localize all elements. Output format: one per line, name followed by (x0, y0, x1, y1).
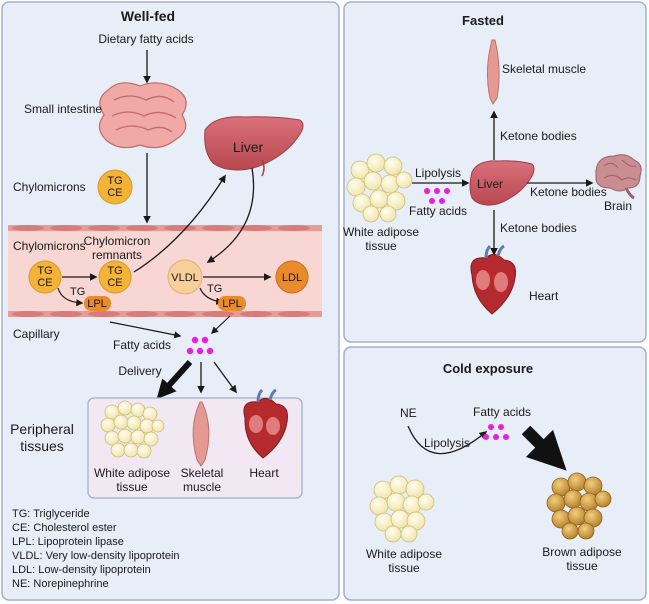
peripheral-label-line1: Peripheral (10, 421, 74, 437)
ldl-particle (275, 260, 309, 294)
brown-adipose-label-2: tissue (566, 559, 598, 573)
legend-item-ne: NE: Norepinephrine (12, 578, 109, 590)
arrow-tg-to-lpl-1 (57, 287, 84, 307)
fatty-acid-dots (186, 336, 214, 355)
lipolysis-label-fasted: Lipolysis (415, 166, 461, 180)
peripheral-label-line2: tissues (20, 438, 64, 454)
arrow-ne-to-fatty-acids (407, 425, 488, 455)
lpl-label-2: LPL (222, 298, 242, 310)
skeletal-muscle-illustration-fasted (486, 39, 500, 105)
fatty-acids-label-cold: Fatty acids (473, 405, 531, 419)
small-intestine-label: Small intestine (24, 102, 102, 116)
chylomicron-ce: CE (107, 187, 122, 199)
vessel-chylomicron-ce: CE (37, 277, 52, 289)
skeletal-muscle-label-fasted: Skeletal muscle (502, 62, 586, 76)
white-adipose-illustration-cold (369, 475, 435, 543)
legend-item-ce: CE: Cholesterol ester (12, 522, 117, 534)
abbreviation-legend: TG: Triglyceride CE: Cholesterol ester L… (12, 508, 180, 590)
vldl-particle (167, 259, 203, 295)
fatty-acids-label: Fatty acids (113, 338, 171, 352)
chylomicron-particle (97, 169, 133, 205)
liver-label: Liver (233, 139, 264, 155)
small-intestine-illustration (98, 82, 187, 149)
ne-label: NE (400, 406, 417, 420)
ketone-bodies-up-label: Ketone bodies (500, 129, 577, 143)
lipolysis-label-cold: Lipolysis (424, 436, 470, 450)
vldl-label: VLDL (171, 272, 199, 284)
heart-illustration-wellfed (243, 388, 288, 459)
brain-label: Brain (604, 199, 632, 213)
fatty-acid-dots-cold (483, 424, 509, 440)
delivery-label: Delivery (118, 364, 161, 378)
chylomicron-remnant (98, 260, 132, 294)
skeletal-muscle-label-wellfed-1: Skeletal (181, 466, 224, 480)
arrow-remnants-to-liver (133, 174, 226, 273)
fasted-title: Fasted (462, 13, 504, 28)
lpl-enzyme-1 (84, 296, 111, 311)
vessel-chylomicron (28, 260, 62, 294)
legend-item-tg: TG: Triglyceride (12, 508, 90, 520)
blood-vessel (8, 225, 322, 317)
chylomicrons-vessel-label: Chylomicrons (13, 239, 86, 253)
arrow-liver-to-vldl (206, 167, 255, 263)
brown-adipose-illustration (546, 472, 612, 540)
vessel-chylomicron-tg: TG (37, 265, 52, 277)
tg-arrow-label-2: TG (207, 283, 222, 295)
remnants-label-line1: Chylomicron (84, 234, 151, 248)
legend-item-vldl: VLDL: Very low-density lipoprotein (12, 550, 180, 562)
heart-illustration-fasted (470, 244, 516, 315)
ketone-bodies-down-label: Ketone bodies (500, 221, 577, 235)
heart-label-wellfed: Heart (249, 466, 279, 480)
white-adipose-label-wellfed-2: tissue (116, 480, 148, 494)
remnant-ce: CE (107, 277, 122, 289)
white-adipose-label-fasted-1: White adipose (343, 225, 419, 239)
tg-arrow-label-1: TG (70, 286, 85, 298)
fatty-acids-label-fasted: Fatty acids (409, 204, 467, 218)
arrow-lpl1-to-fatty-acids (109, 321, 182, 339)
lpl-label-1: LPL (87, 298, 107, 310)
brain-illustration (595, 154, 642, 200)
cold-exposure-title: Cold exposure (443, 361, 533, 376)
legend-item-lpl: LPL: Lipoprotein lipase (12, 536, 124, 548)
ketone-bodies-right-label: Ketone bodies (530, 185, 607, 199)
capillary-label: Capillary (13, 327, 60, 341)
white-adipose-label-cold-2: tissue (388, 561, 420, 575)
well-fed-title: Well-fed (121, 8, 175, 24)
dietary-fatty-acids-label: Dietary fatty acids (98, 32, 193, 46)
arrow-delivery-thick (156, 359, 193, 400)
liver-illustration (204, 116, 304, 177)
brown-adipose-label-1: Brown adipose (542, 545, 622, 559)
arrow-lpl2-to-fatty-acids (210, 315, 231, 334)
chylomicrons-label: Chylomicrons (13, 180, 86, 194)
legend-item-ldl: LDL: Low-density lipoprotein (12, 564, 151, 576)
white-adipose-label-cold-1: White adipose (366, 547, 442, 561)
remnant-tg: TG (107, 265, 122, 277)
white-adipose-illustration-fasted (346, 153, 413, 223)
remnants-label-line2: remnants (92, 248, 142, 262)
white-adipose-label-fasted-2: tissue (365, 239, 397, 253)
white-adipose-illustration-wellfed (100, 400, 165, 459)
heart-label-fasted: Heart (529, 289, 559, 303)
chylomicron-tg: TG (107, 175, 122, 187)
ldl-label: LDL (282, 272, 302, 284)
liver-illustration-fasted (469, 160, 535, 206)
white-adipose-label-wellfed-1: White adipose (94, 466, 170, 480)
fatty-acid-dots-fasted (424, 188, 450, 204)
skeletal-muscle-label-wellfed-2: muscle (183, 480, 221, 494)
arrow-delivery-heart (213, 361, 237, 394)
skeletal-muscle-illustration-wellfed (192, 401, 210, 467)
lpl-enzyme-2 (218, 296, 246, 311)
arrow-cold-thick (521, 425, 567, 471)
liver-label-fasted: Liver (477, 177, 503, 191)
